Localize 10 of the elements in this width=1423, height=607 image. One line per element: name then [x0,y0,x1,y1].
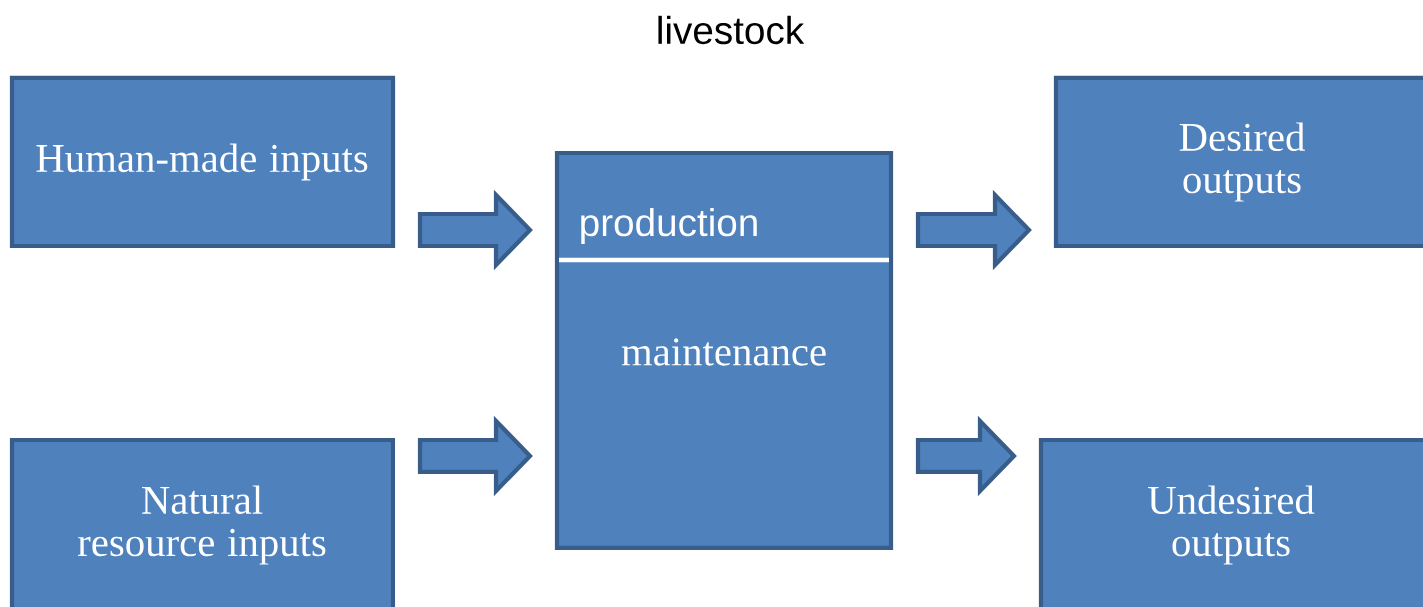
process-box: production maintenance [554,150,894,551]
block-arrow [417,189,533,271]
block-arrow [417,415,533,497]
process-box: Natural resource inputs [9,437,396,607]
process-box: Desired outputs [1053,75,1423,249]
process-box: Human-made inputs [9,75,396,249]
block-arrow [915,415,1017,497]
block-arrow [915,189,1032,271]
title: livestock [658,15,805,45]
process-box: Undesired outputs [1038,437,1423,607]
